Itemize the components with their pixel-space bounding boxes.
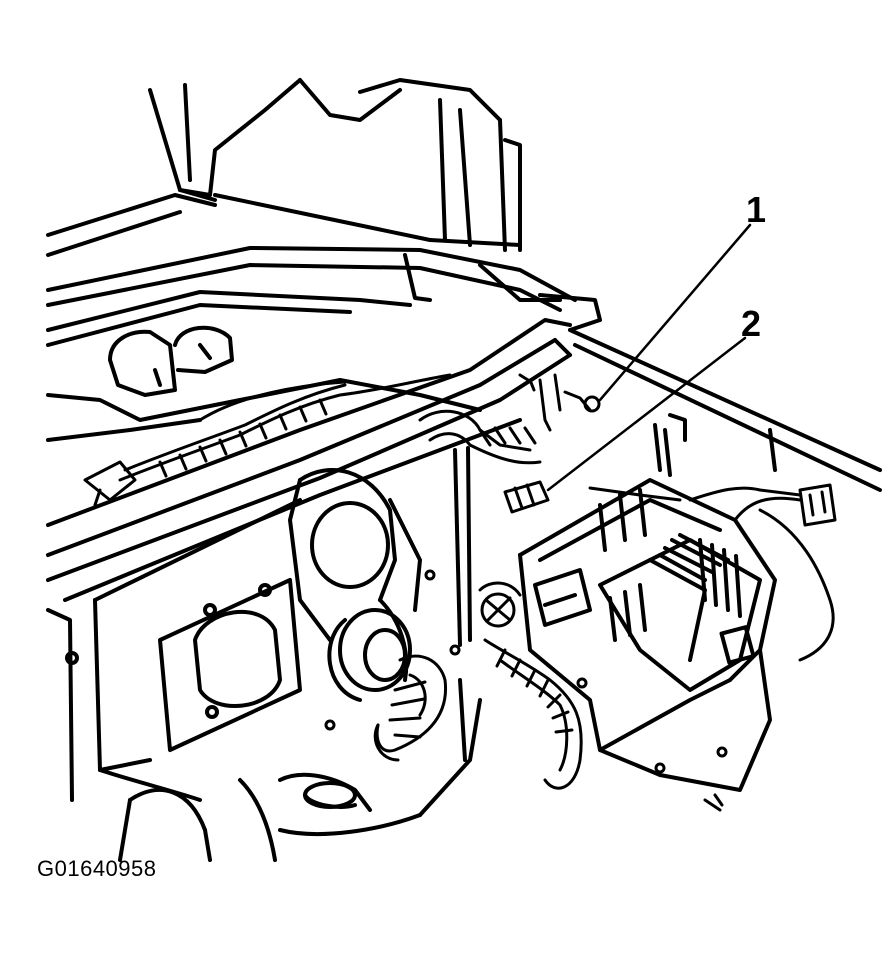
figure-identifier: G01640958 (37, 856, 157, 881)
callout-label-2: 2 (741, 303, 762, 344)
wiring-harness (85, 375, 450, 505)
cowl-panel (48, 248, 600, 345)
lower-control-arm (120, 680, 480, 860)
cowl-vent (110, 328, 232, 395)
wheelhouse-panel (48, 500, 300, 800)
hood-panel (48, 80, 520, 255)
corrugated-hose-center (480, 583, 581, 788)
corrugated-hose-left (375, 656, 445, 760)
support-bracket (455, 448, 470, 645)
callout-label-1: 1 (746, 189, 767, 230)
harness-connector-area (420, 375, 599, 463)
callout-leaders (548, 225, 750, 490)
cross-member (48, 320, 570, 600)
underhood-fuse-block (520, 415, 775, 790)
fasteners (326, 571, 726, 810)
harness-connector (505, 482, 548, 512)
strut-tower (290, 470, 420, 680)
fuse-block-harness (590, 485, 835, 660)
brake-booster (329, 610, 410, 700)
